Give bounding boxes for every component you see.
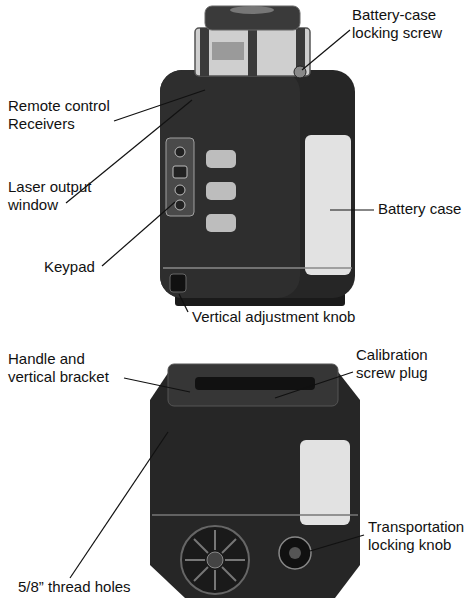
- part-label: Battery-case locking screw: [352, 6, 467, 42]
- rotary-laser-underside: [150, 364, 360, 598]
- part-label: Handle and vertical bracket: [8, 350, 128, 386]
- part-label: Vertical adjustment knob: [192, 308, 412, 326]
- part-label: Remote control Receivers: [8, 97, 128, 133]
- part-label: Keypad: [44, 258, 114, 276]
- part-label: Calibration screw plug: [356, 346, 466, 382]
- part-label: Battery case: [378, 200, 470, 218]
- part-label: Transportation locking knob: [368, 518, 468, 554]
- leader-lines: [66, 30, 374, 578]
- part-label: Laser output window: [8, 178, 108, 214]
- rotary-laser-front: [160, 6, 355, 306]
- part-label: 5/8” thread holes: [18, 578, 168, 596]
